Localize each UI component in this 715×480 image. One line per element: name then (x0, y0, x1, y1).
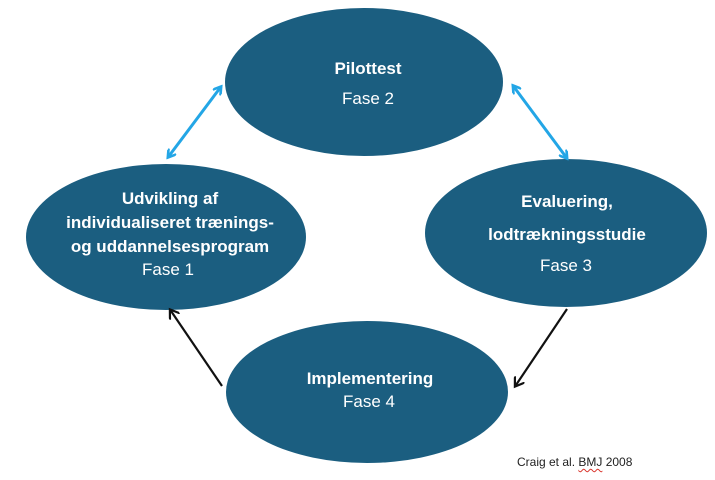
arrow-phase1-phase2 (169, 88, 220, 156)
citation-prefix: Craig et al. (517, 455, 579, 469)
pilot-test-title: Pilottest (334, 59, 401, 78)
evaluation-title-line-1: Evaluering, (521, 192, 613, 211)
implementation-ellipse (226, 321, 508, 463)
pilot-test-ellipse (225, 8, 503, 156)
development-node: Udvikling af individualiseret trænings- … (26, 164, 306, 310)
development-title-line-2: individualiseret trænings- (66, 213, 274, 232)
evaluation-ellipse (425, 159, 707, 307)
development-ellipse (26, 164, 306, 310)
arrow-phase3-phase4 (516, 308, 568, 385)
implementation-phase: Fase 4 (343, 392, 395, 411)
pilot-test-phase: Fase 2 (342, 89, 394, 108)
pilot-test-node: Pilottest Fase 2 (225, 8, 503, 156)
evaluation-title-line-2: lodtrækningsstudie (488, 225, 646, 244)
development-phase: Fase 1 (142, 260, 194, 279)
citation-journal: BMJ (578, 455, 603, 469)
arrow-phase2-phase3 (514, 87, 566, 157)
implementation-title: Implementering (307, 369, 434, 388)
evaluation-phase: Fase 3 (540, 256, 592, 275)
evaluation-node: Evaluering, lodtrækningsstudie Fase 3 (425, 159, 707, 307)
citation-year: 2008 (602, 455, 633, 469)
arrow-phase4-phase1 (171, 311, 223, 387)
development-title-line-1: Udvikling af (122, 189, 219, 208)
development-title-line-3: og uddannelsesprogram (71, 237, 269, 256)
citation: Craig et al. BMJ 2008 (517, 455, 632, 469)
implementation-node: Implementering Fase 4 (226, 321, 508, 463)
